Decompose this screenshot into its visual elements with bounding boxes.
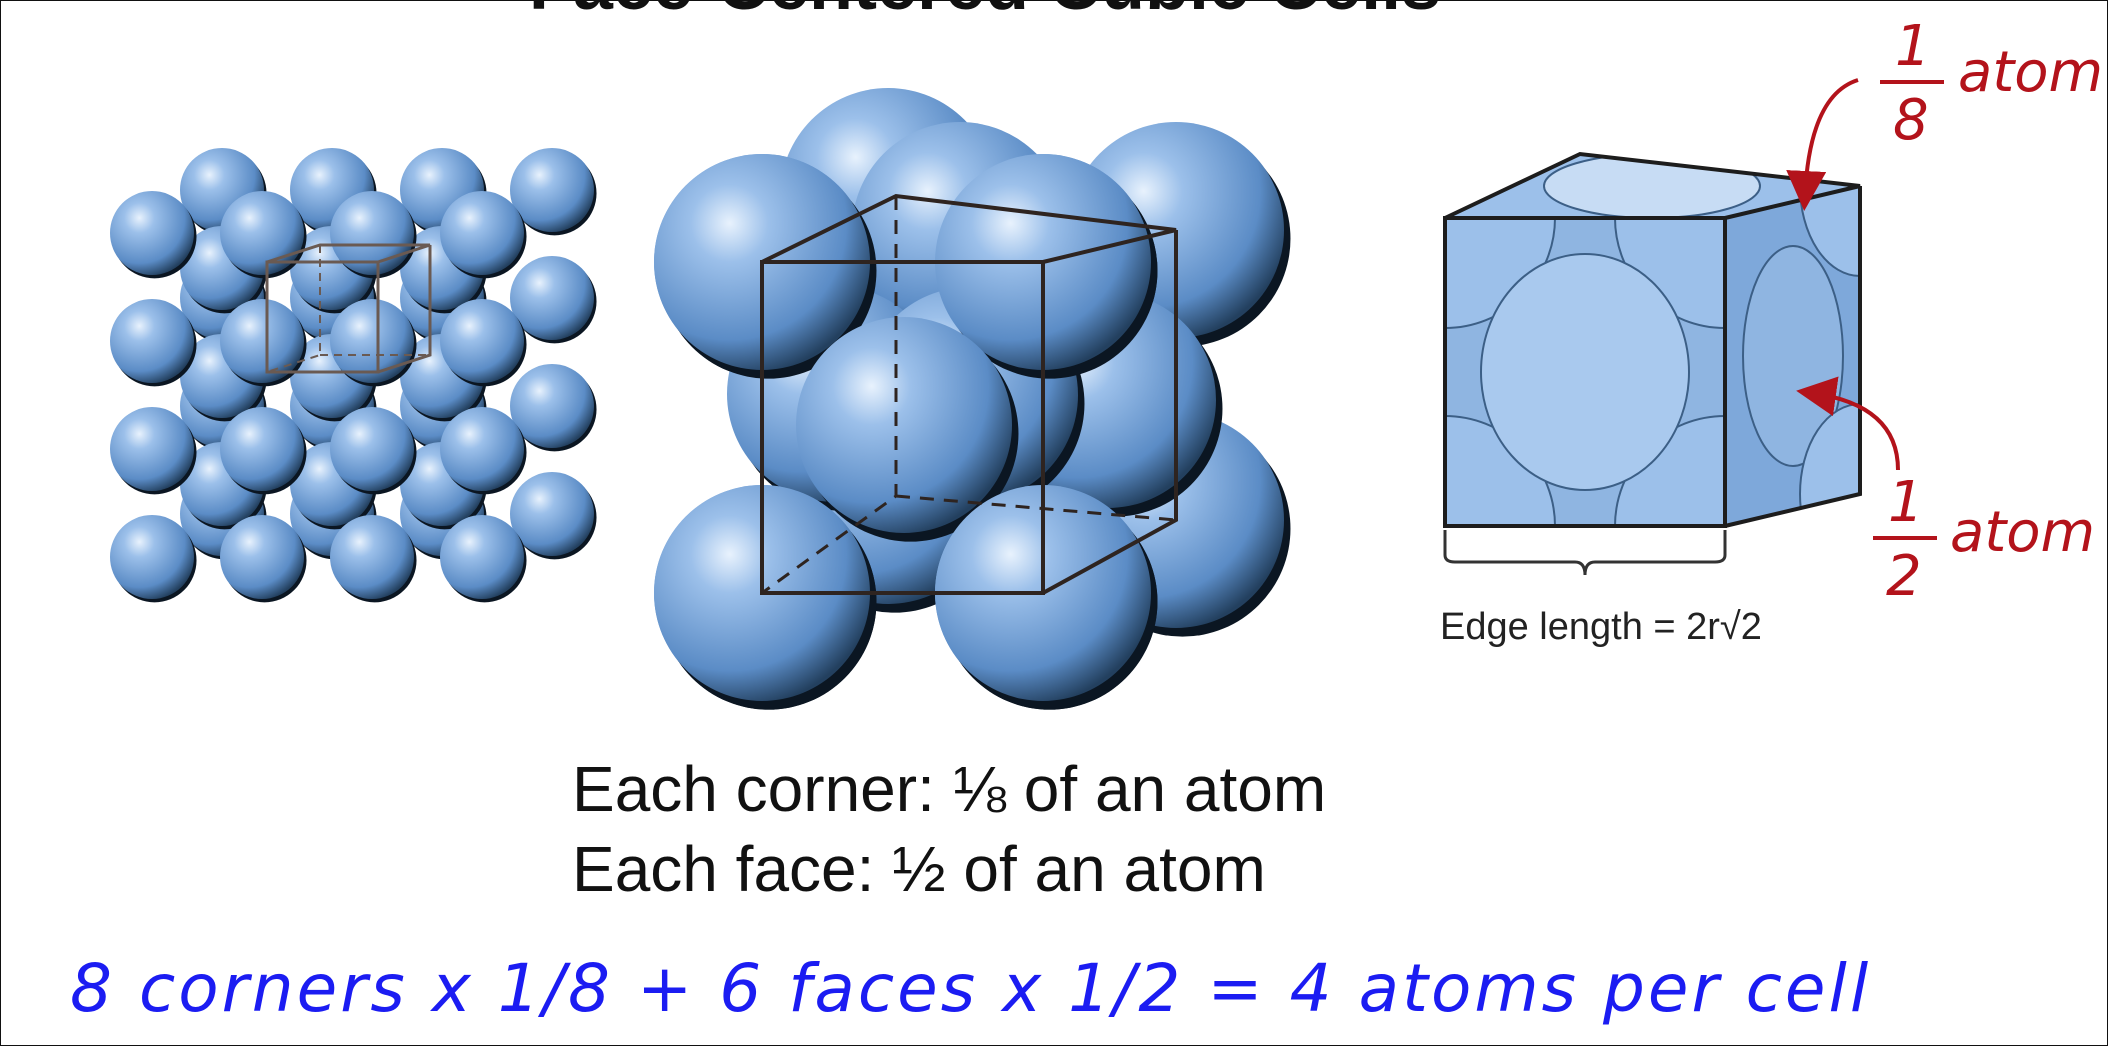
corner-fraction-numerator: 1	[1895, 14, 1931, 79]
face-fraction-denominator: 2	[1886, 544, 1922, 609]
small-sphere-front-8	[110, 407, 194, 491]
large-unit-cell-outline	[760, 193, 1178, 595]
small-sphere-front-2	[330, 191, 414, 275]
small-sphere-front-3	[440, 191, 524, 275]
annotation-arrows	[1786, 78, 1900, 471]
small-sphere-front-10	[330, 407, 414, 491]
small-sphere-front-11	[440, 407, 524, 491]
corner-caption: Each corner: ⅛ of an atom	[572, 753, 1327, 825]
small-sphere-front-7	[440, 299, 524, 383]
small-sphere-back-11	[510, 364, 594, 448]
small-sphere-front-0	[110, 191, 194, 275]
small-sphere-front-13	[220, 515, 304, 599]
small-sphere-front-15	[440, 515, 524, 599]
small-sphere-front-1	[220, 191, 304, 275]
front-sphere-2	[796, 317, 1012, 533]
face-fraction-numerator: 1	[1888, 470, 1924, 535]
corner-arrow	[1786, 78, 1859, 211]
slide-title: Face-Centered Cubic Cells	[0, 0, 1970, 26]
face-caption: Each face: ½ of an atom	[572, 833, 1266, 905]
fcc-cutaway-cell	[1443, 151, 1862, 576]
face-atom-label: atom	[1950, 500, 2096, 565]
small-unit-cell-outline	[265, 243, 432, 374]
fcc-lattice-small	[110, 148, 597, 603]
corner-atom-label: atom	[1958, 40, 2104, 105]
edge-length-bracket	[1443, 530, 1727, 576]
small-sphere-front-5	[220, 299, 304, 383]
atoms-per-cell-equation: 8 corners x 1/8 + 6 faces x 1/2 = 4 atom…	[70, 950, 1872, 1027]
small-sphere-front-4	[110, 299, 194, 383]
small-sphere-front-9	[220, 407, 304, 491]
small-sphere-front-12	[110, 515, 194, 599]
edge-length-label: Edge length = 2r√2	[1440, 606, 1762, 648]
face-arrow	[1796, 376, 1900, 471]
small-sphere-back-7	[510, 256, 594, 340]
corner-fraction-denominator: 8	[1893, 88, 1929, 153]
small-sphere-front-14	[330, 515, 414, 599]
fcc-unit-cell-large	[654, 88, 1291, 710]
small-sphere-back-15	[510, 472, 594, 556]
small-sphere-back-3	[510, 148, 594, 232]
small-sphere-front-6	[330, 299, 414, 383]
